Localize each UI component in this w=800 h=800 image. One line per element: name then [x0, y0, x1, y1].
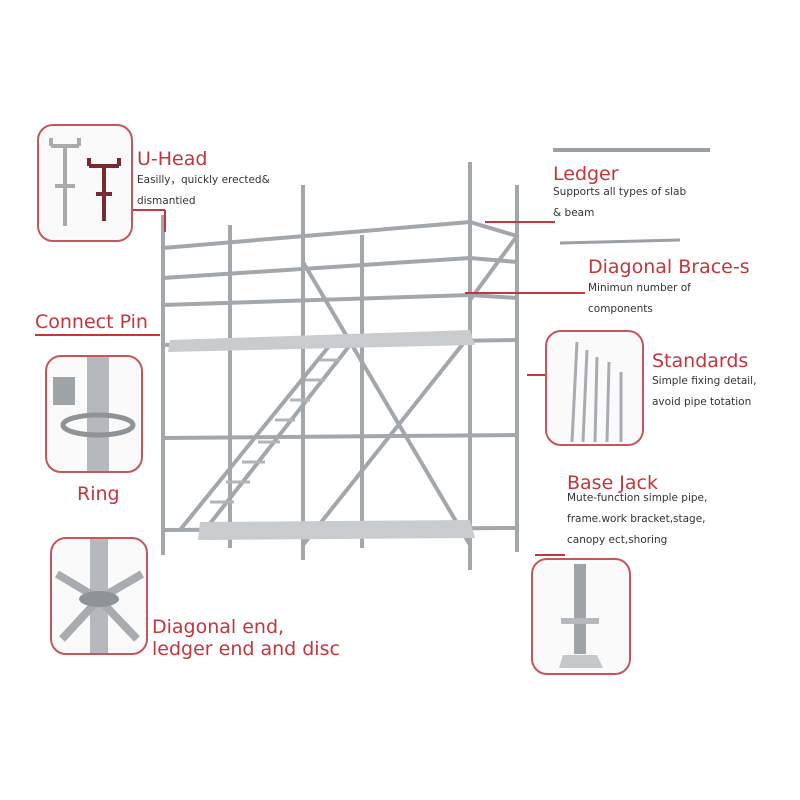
diagonal-end-title: Diagonal end,ledger end and disc [152, 616, 340, 660]
ring-image-box [45, 355, 143, 473]
uhead-desc: Easilly，quickly erected&dismantied [137, 174, 270, 207]
uhead-image-box [37, 124, 133, 242]
brace-product-image [559, 238, 681, 245]
disc-icon [54, 539, 145, 653]
base-jack-icon [559, 564, 603, 668]
ring-title: Ring [77, 483, 120, 505]
diagonal-end-image-box [50, 537, 148, 655]
standards-title: Standards [652, 350, 749, 372]
ledger-title: Ledger [553, 163, 619, 185]
base-jack-title: Base Jack [567, 472, 659, 494]
standards-desc: Simple fixing detail,avoid pipe totation [652, 375, 757, 408]
base-jack-image-box [531, 558, 631, 675]
callout-lines [35, 209, 585, 556]
upper-platform [168, 330, 475, 352]
uhead-icon [49, 138, 121, 226]
uhead-title: U-Head [137, 148, 208, 170]
ledger-desc: Supports all types of slab& beam [553, 186, 687, 219]
scaffold-frame [161, 162, 519, 570]
standards-image-box [545, 330, 644, 446]
stair-steps [210, 358, 340, 504]
lower-platform [198, 520, 475, 540]
ring-icon [53, 357, 136, 471]
standards-icon [570, 341, 623, 443]
brace-title: Diagonal Brace-s [588, 256, 750, 278]
base-jack-desc: Mute-function simple pipe,frame.work bra… [567, 492, 708, 546]
connect-pin-title: Connect Pin [35, 311, 148, 333]
